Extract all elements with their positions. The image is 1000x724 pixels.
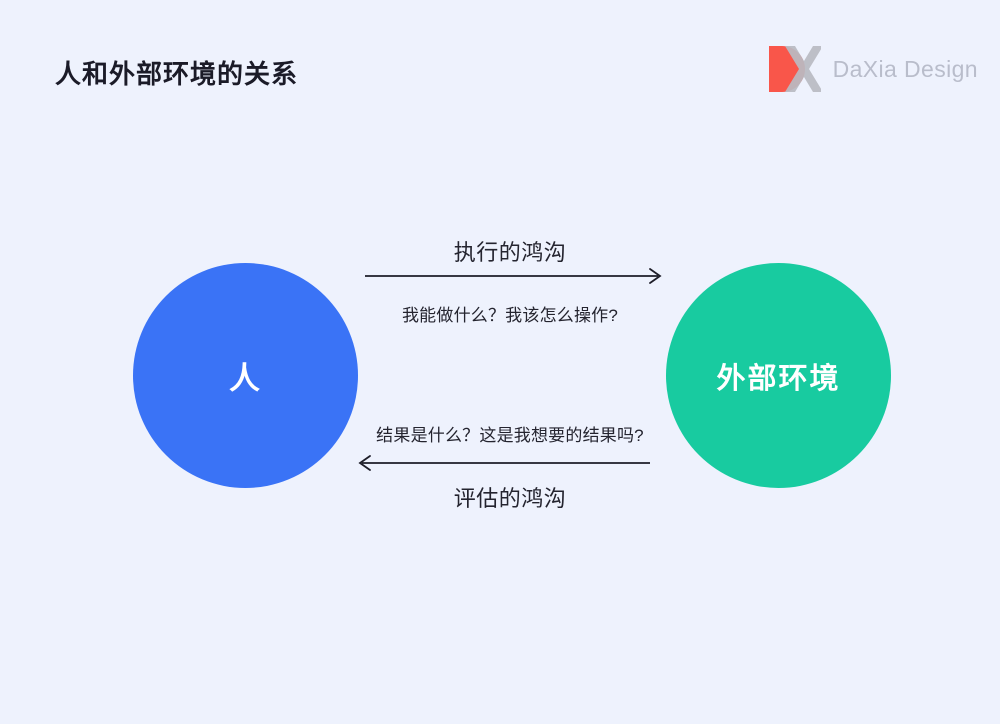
- evaluation-gulf-label: 评估的鸿沟: [453, 486, 567, 511]
- execution-gulf-label: 执行的鸿沟: [453, 240, 567, 265]
- node-environment: 外部环境: [666, 263, 891, 488]
- flow-group: 执行的鸿沟 我能做什么？我该怎么操作? 结果是什么？这是我想要的结果吗? 评估的…: [330, 225, 690, 525]
- daxia-dx-logo-icon: [765, 41, 821, 97]
- brand-name: DaXia Design: [832, 55, 978, 82]
- node-human-label: 人: [229, 361, 262, 396]
- node-environment-label: 外部环境: [716, 362, 841, 395]
- execution-gulf-question: 我能做什么？我该怎么操作?: [401, 306, 619, 325]
- brand-logo: DaXia Design: [765, 41, 978, 97]
- evaluation-arrow-left-icon: [358, 455, 650, 471]
- page-title: 人和外部环境的关系: [55, 59, 299, 89]
- evaluation-gulf-question: 结果是什么？这是我想要的结果吗?: [376, 426, 644, 445]
- node-human: 人: [133, 263, 358, 488]
- execution-arrow-right-icon: [365, 268, 662, 284]
